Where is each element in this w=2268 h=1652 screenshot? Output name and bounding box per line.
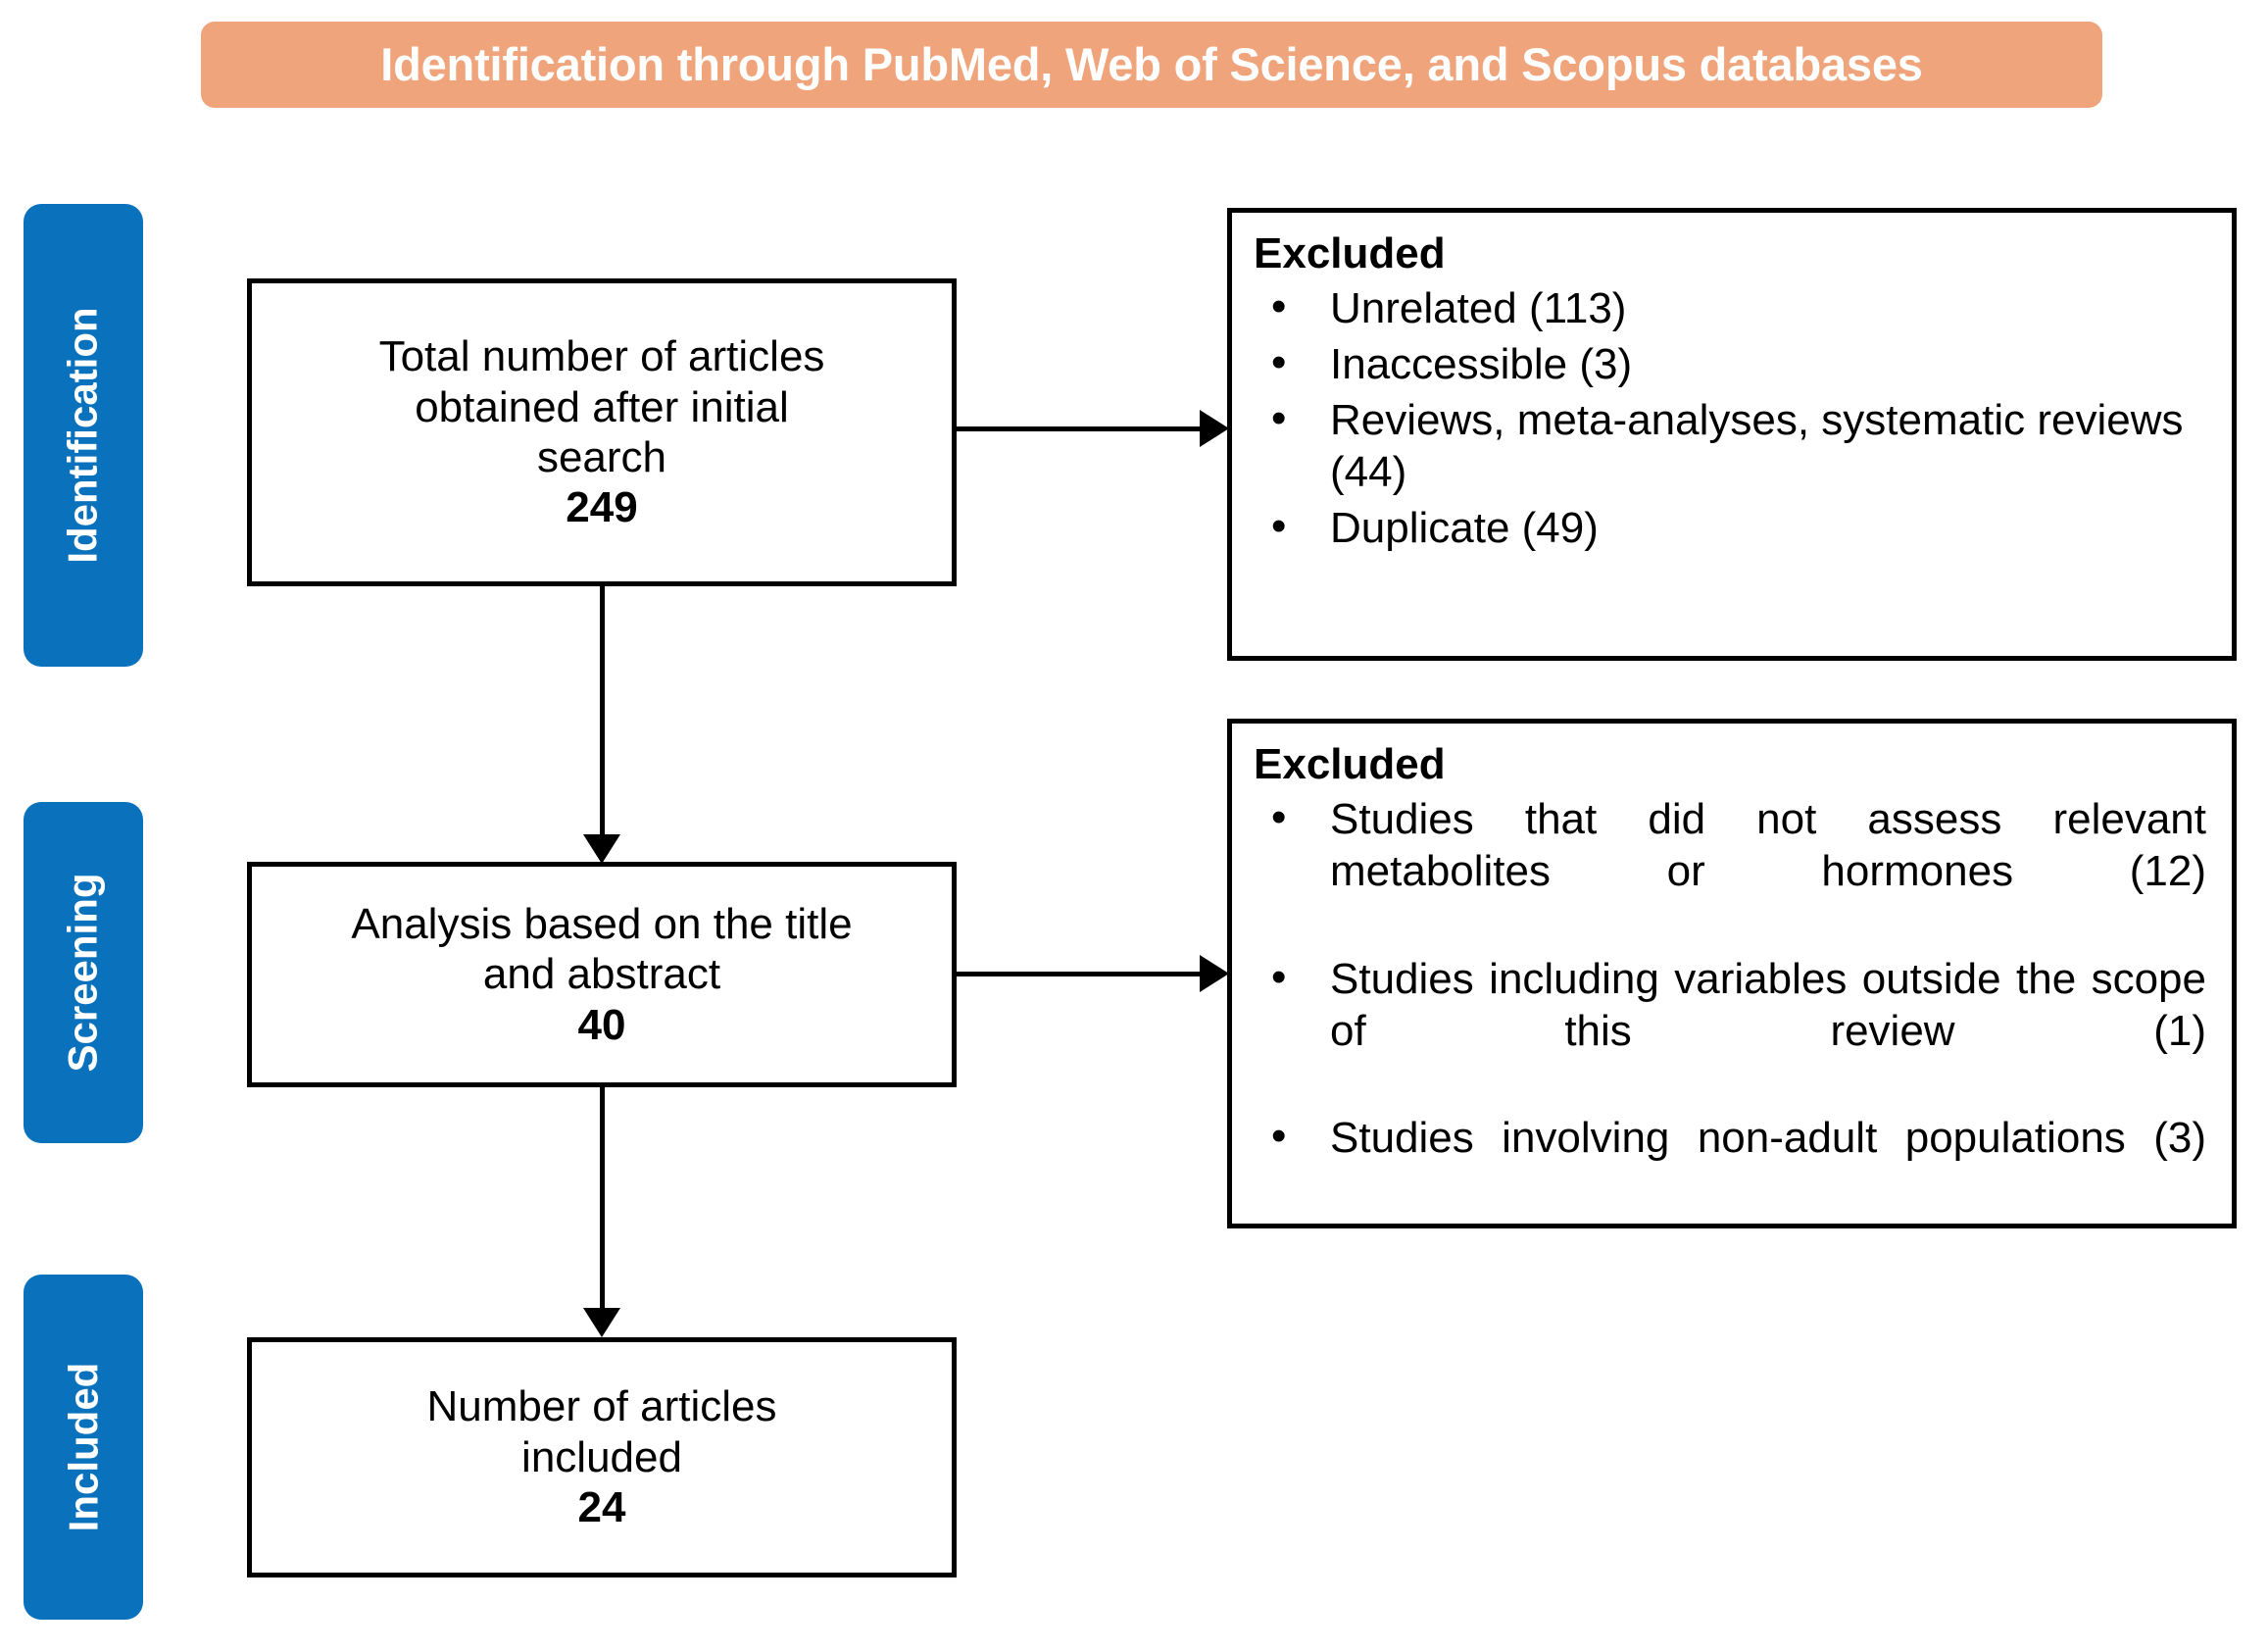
excluded-screening-list: • Studies that did not assess relevant m… [1254,793,2206,1217]
arrow-right-icon [1200,410,1229,447]
arrow-down-icon [583,834,620,864]
bullet-icon: • [1271,282,1287,331]
list-item: • Inaccessible (3) [1254,338,2206,391]
bullet-icon: • [1271,952,1287,1001]
bullet-icon: • [1271,393,1287,442]
flow-box-title-abstract: Analysis based on the title and abstract… [247,862,957,1087]
stage-tab-identification: Identification [24,204,143,667]
title-abstract-line-1: Analysis based on the title [351,899,853,948]
stage-tab-included-label: Included [60,1362,106,1532]
excluded-identification-item-1: Inaccessible (3) [1330,340,1633,389]
excluded-screening-title: Excluded [1254,740,1446,788]
bullet-icon: • [1271,338,1287,387]
included-line-1: Number of articles [426,1382,777,1431]
included-line-2: included [521,1432,682,1481]
excluded-box-screening: Excluded • Studies that did not assess r… [1227,719,2237,1228]
title-abstract-line-2: and abstract [482,950,721,999]
stage-tab-included: Included [24,1275,143,1620]
excluded-box-identification: Excluded • Unrelated (113) • Inaccessibl… [1227,208,2237,661]
banner-title: Identification through PubMed, Web of Sc… [380,38,1923,91]
flow-box-initial-search: Total number of articles obtained after … [247,278,957,586]
initial-search-line-1: Total number of articles [378,332,825,381]
connector-initial-to-title [600,586,605,839]
initial-search-count: 249 [566,483,638,532]
title-abstract-count: 40 [577,1000,626,1049]
initial-search-line-2: obtained after initial [415,382,789,431]
bullet-icon: • [1271,793,1287,842]
excluded-screening-item-0: Studies that did not assess relevant met… [1330,795,2206,896]
excluded-identification-item-2: Reviews, meta-analyses, systematic revie… [1330,395,2184,496]
excluded-identification-item-3: Duplicate (49) [1330,503,1599,552]
list-item: • Unrelated (113) [1254,282,2206,335]
excluded-identification-title: Excluded [1254,229,1446,277]
included-count: 24 [577,1483,626,1532]
stage-tab-screening-label: Screening [60,873,107,1073]
arrow-down-icon [583,1308,620,1337]
excluded-identification-item-0: Unrelated (113) [1330,284,1627,333]
initial-search-line-3: search [536,433,667,481]
list-item: • Studies involving non-adult population… [1254,1112,2206,1217]
bullet-icon: • [1271,501,1287,550]
list-item: • Studies including variables outside th… [1254,952,2206,1109]
excluded-screening-item-1: Studies including variables outside the … [1330,954,2206,1055]
arrow-right-icon [1200,955,1229,992]
list-item: • Duplicate (49) [1254,501,2206,555]
list-item: • Studies that did not assess relevant m… [1254,793,2206,949]
stage-tab-screening: Screening [24,802,143,1143]
bullet-icon: • [1271,1112,1287,1161]
flow-box-included: Number of articles included 24 [247,1337,957,1577]
stage-tab-identification-label: Identification [60,307,106,564]
excluded-identification-list: • Unrelated (113) • Inaccessible (3) • R… [1254,282,2206,555]
excluded-screening-item-2: Studies involving non-adult populations … [1330,1114,2206,1163]
identification-banner: Identification through PubMed, Web of Sc… [201,22,2102,108]
connector-title-to-excluded [957,972,1204,976]
connector-title-to-included [600,1087,605,1313]
connector-initial-to-excluded [957,426,1204,431]
list-item: • Reviews, meta-analyses, systematic rev… [1254,393,2206,499]
